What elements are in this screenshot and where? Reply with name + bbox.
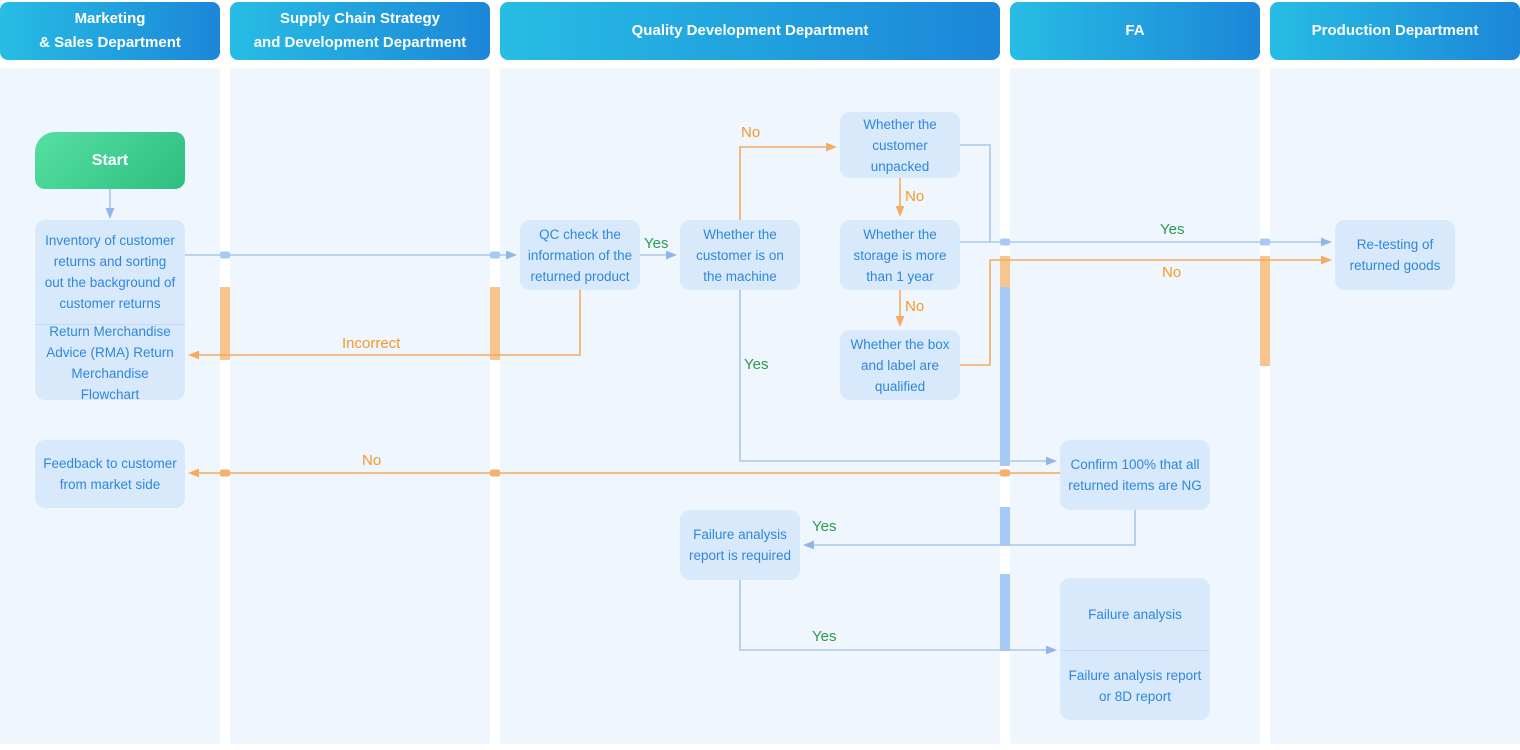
lane-title-line: Marketing bbox=[74, 10, 146, 27]
lane-header-fa: FA bbox=[1010, 2, 1260, 60]
node-divider bbox=[35, 324, 185, 325]
edge-label-yes: Yes bbox=[812, 628, 837, 645]
edge-label-no: No bbox=[1162, 264, 1182, 281]
node-customer-on-machine: Whether the customer is on the machine bbox=[680, 220, 800, 290]
edge-label-incorrect: Incorrect bbox=[342, 335, 401, 352]
node-divider bbox=[1060, 650, 1210, 651]
node-rma: Return Merchandise Advice (RMA) Return M… bbox=[46, 323, 174, 401]
gutter-bridge-orange bbox=[220, 469, 230, 477]
edge-label-no: No bbox=[741, 124, 761, 141]
lane-title-line: & Sales Department bbox=[39, 34, 181, 51]
node-start: Start bbox=[35, 132, 185, 189]
edge-label-yes: Yes bbox=[1160, 221, 1185, 238]
lane-body-supply-chain bbox=[230, 68, 490, 744]
gutter-bar-orange bbox=[490, 287, 500, 360]
node-failure-report-8d: Failure analysis report or 8D report bbox=[1068, 667, 1202, 704]
gutter-bridge-blue bbox=[490, 251, 500, 259]
gutter-bar-blue bbox=[1000, 507, 1010, 546]
gutter-bar-blue bbox=[1000, 574, 1010, 651]
lane-header-supply-chain: Supply Chain Strategy and Development De… bbox=[230, 2, 490, 60]
lane-header-production: Production Department bbox=[1270, 2, 1520, 60]
lane-header-marketing-sales: Marketing & Sales Department bbox=[0, 2, 220, 60]
node-confirm-100-ng: Confirm 100% that all returned items are… bbox=[1060, 440, 1210, 510]
gutter-bridge-blue bbox=[1260, 238, 1270, 246]
gutter-bridge-blue bbox=[220, 251, 230, 259]
node-retesting: Re-testing of returned goods bbox=[1335, 220, 1455, 290]
node-fa-report-required: Failure analysis report is required bbox=[680, 510, 800, 580]
lane-title-line: and Development Department bbox=[253, 34, 467, 51]
edge-label-yes: Yes bbox=[644, 235, 669, 252]
gutter-bar-orange bbox=[220, 287, 230, 360]
edge-label-no: No bbox=[905, 188, 925, 205]
lane-title-line: Supply Chain Strategy bbox=[279, 10, 441, 27]
lane-title-line: Quality Development Department bbox=[631, 22, 869, 39]
node-box-label-qualified: Whether the box and label are qualified bbox=[840, 330, 960, 400]
edge-label-no: No bbox=[362, 452, 382, 469]
node-customer-unpacked: Whether the customer unpacked bbox=[840, 112, 960, 178]
gutter-bridge-orange bbox=[1000, 469, 1010, 477]
node-group-failure-analysis: Failure analysis Failure analysis report… bbox=[1060, 578, 1210, 720]
node-inventory: Inventory of customer returns and sortin… bbox=[44, 233, 176, 311]
lane-body-production bbox=[1270, 68, 1520, 744]
gutter-bridge-orange bbox=[490, 469, 500, 477]
node-feedback: Feedback to customer from market side bbox=[35, 440, 185, 508]
gutter-bar-orange bbox=[1000, 256, 1010, 366]
node-failure-analysis: Failure analysis bbox=[1088, 606, 1182, 622]
gutter-bridge-blue bbox=[1000, 238, 1010, 246]
lane-header-quality-development: Quality Development Department bbox=[500, 2, 1000, 60]
edge-label-yes: Yes bbox=[812, 518, 837, 535]
gutter-bar-orange bbox=[1260, 256, 1270, 366]
node-qc-check: QC check the information of the returned… bbox=[520, 220, 640, 290]
lane-title-line: FA bbox=[1125, 22, 1145, 39]
node-storage-more-than-1-year: Whether the storage is more than 1 year bbox=[840, 220, 960, 290]
lane-title-line: Production Department bbox=[1311, 22, 1479, 39]
edge-label-no: No bbox=[905, 298, 925, 315]
edge-label-yes: Yes bbox=[744, 356, 769, 373]
node-group-inventory-rma: Inventory of customer returns and sortin… bbox=[35, 220, 185, 400]
gutter-bar-blue bbox=[1000, 287, 1010, 466]
